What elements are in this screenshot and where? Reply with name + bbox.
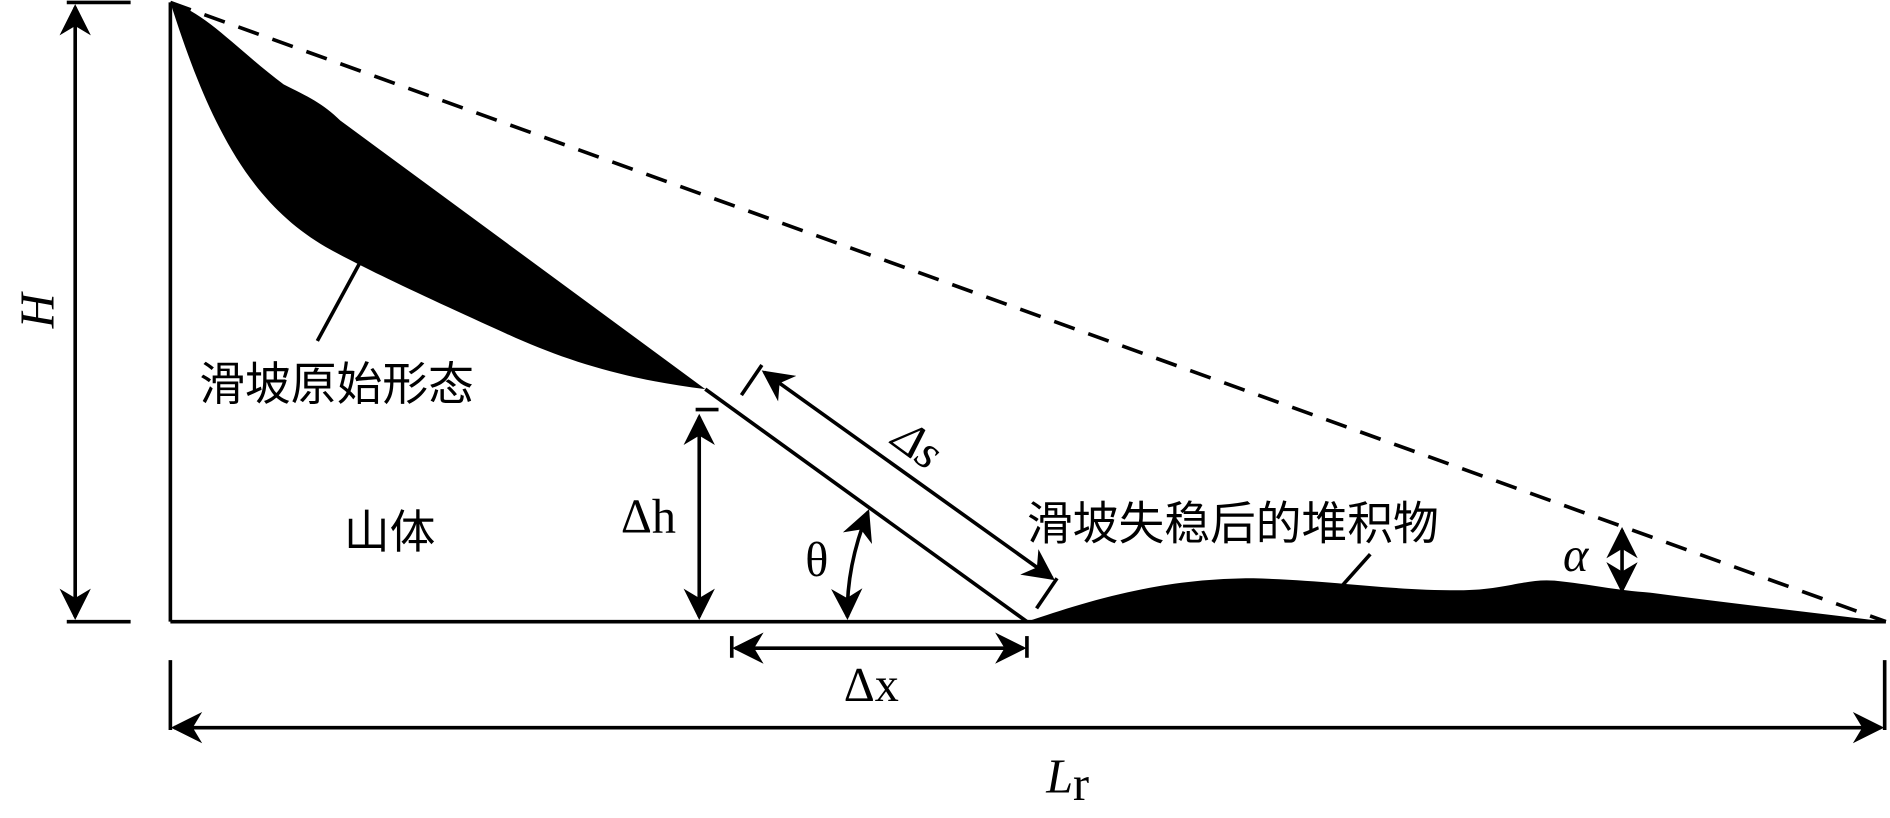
delta-s-label: Δs: [881, 408, 952, 480]
reach-angle-line: [169, 0, 1887, 624]
theta-label: θ: [805, 534, 828, 587]
height-label: H: [12, 291, 65, 329]
runout-label: Lr: [1045, 751, 1089, 811]
height-dimension: [59, 0, 131, 624]
original-landslide-label: 滑坡原始形态: [199, 358, 474, 411]
delta-s-tick-top: [739, 364, 764, 397]
delta-x-label: Δx: [844, 659, 899, 712]
deposit-label: 滑坡失稳后的堆积物: [1027, 498, 1439, 551]
delta-h-label: Δh: [621, 490, 676, 543]
deposit-leader: [1338, 552, 1372, 590]
original-landslide-leader: [315, 258, 364, 342]
delta-s-arrow: [761, 370, 1055, 581]
original-landslide-body: [170, 2, 706, 390]
theta-arc-arrow: [831, 509, 872, 620]
alpha-label: α: [1563, 529, 1590, 582]
deposit-body: [1026, 578, 1886, 622]
delta-s-tick-bottom: [1035, 577, 1059, 610]
mountain-label: 山体: [344, 506, 436, 559]
